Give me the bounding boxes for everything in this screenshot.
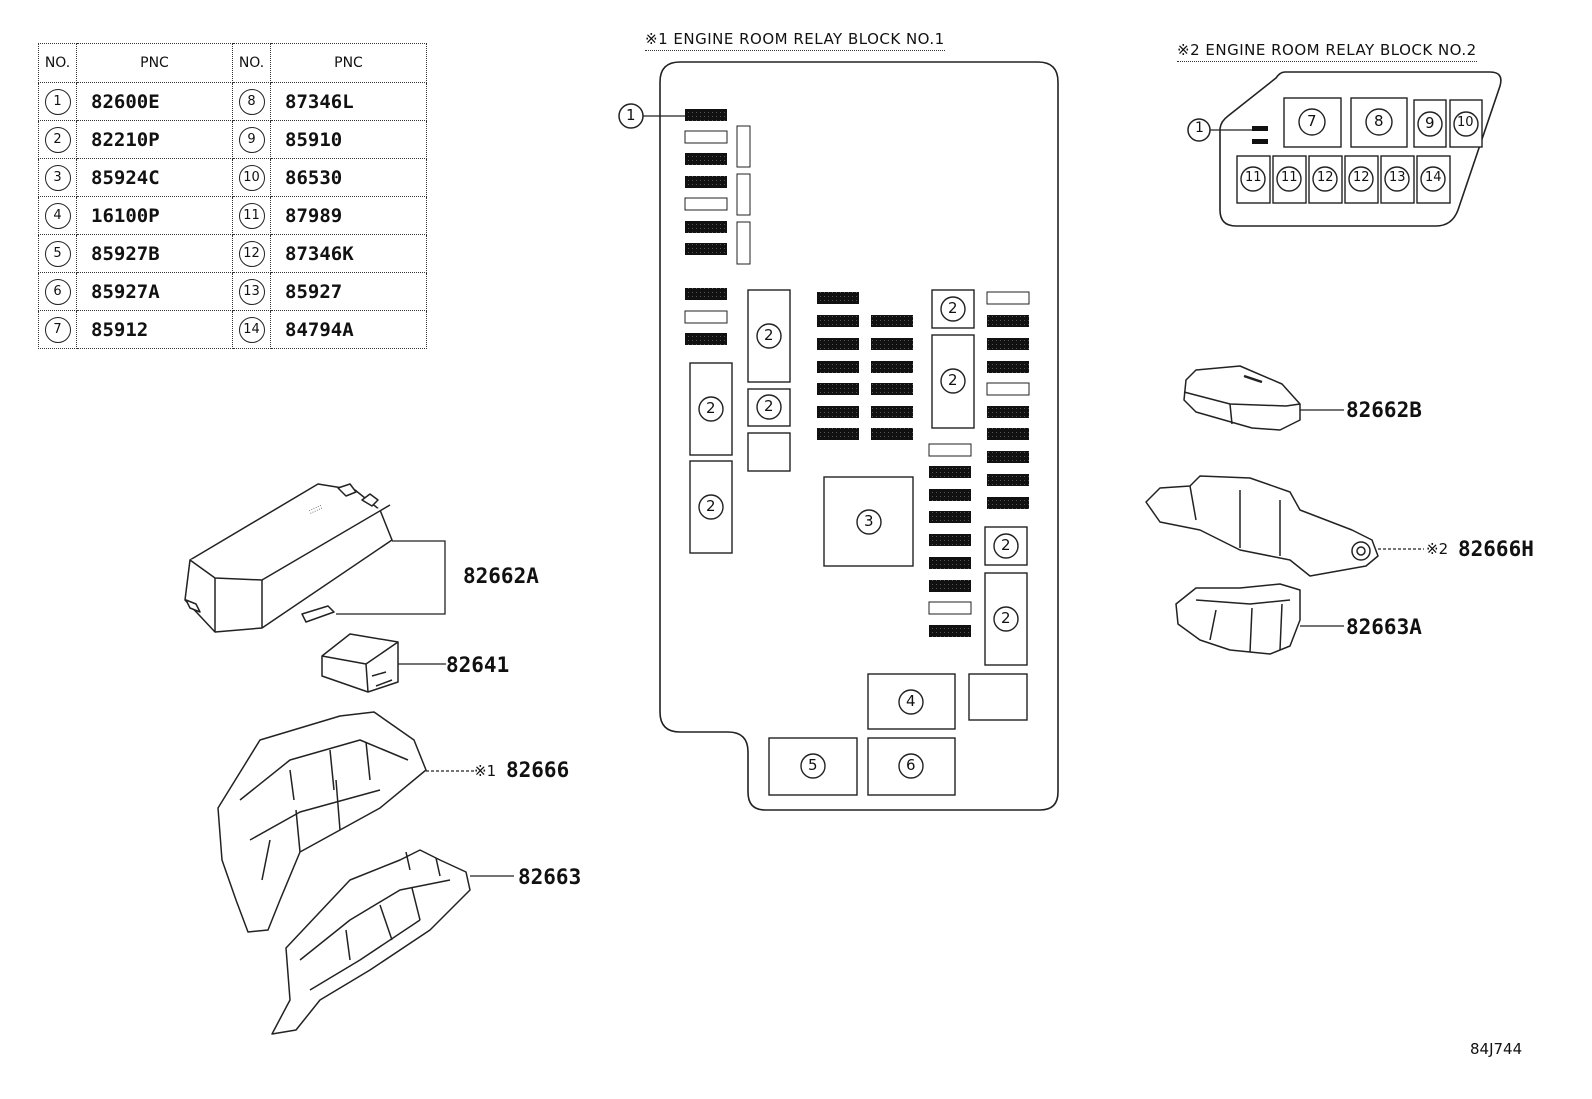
block1-label-4: 4 bbox=[906, 692, 916, 710]
part-82666: 82666 bbox=[506, 758, 570, 782]
item-number: 5 bbox=[44, 240, 71, 267]
block1-title: ※1 ENGINE ROOM RELAY BLOCK NO.1 bbox=[645, 30, 945, 51]
item-number: 10 bbox=[238, 164, 265, 191]
relay-block-2-outline bbox=[1219, 71, 1502, 227]
pnc-cell: 82210P bbox=[76, 120, 233, 159]
relays-right bbox=[931, 289, 1028, 721]
block1-label-2: 2 bbox=[1001, 536, 1011, 554]
part-82663: 82663 bbox=[518, 865, 582, 889]
pnc-cell: 85910 bbox=[270, 120, 427, 159]
part-82662A: 82662A bbox=[463, 564, 539, 588]
item-number: 1 bbox=[44, 88, 71, 115]
item-number: 9 bbox=[238, 126, 265, 153]
housing-82666 bbox=[217, 711, 427, 933]
part-82641: 82641 bbox=[446, 653, 510, 677]
block1-label-3: 3 bbox=[864, 512, 874, 530]
block1-label-5: 5 bbox=[808, 756, 818, 774]
item-number: 3 bbox=[44, 164, 71, 191]
fuse-column-left bbox=[684, 109, 751, 345]
pnc-cell: 87346L bbox=[270, 82, 427, 121]
item-number: 14 bbox=[238, 316, 265, 343]
pnc-cell: 87346K bbox=[270, 234, 427, 273]
item-number: 2 bbox=[44, 126, 71, 153]
block2-label-9: 9 bbox=[1425, 114, 1435, 132]
header-no: NO. bbox=[38, 43, 77, 83]
pnc-cell: 84794A bbox=[270, 310, 427, 349]
item-number: 13 bbox=[238, 278, 265, 305]
item-number: 7 bbox=[44, 316, 71, 343]
part-82666H: 82666H bbox=[1458, 537, 1534, 561]
callout-block2-1 bbox=[1187, 118, 1268, 144]
block1-label-2: 2 bbox=[764, 397, 774, 415]
table-row: 2 82210P 9 85910 bbox=[38, 120, 427, 159]
block2-label-13: 13 bbox=[1389, 170, 1406, 185]
header-pnc: PNC bbox=[76, 43, 233, 83]
lower-case-82663 bbox=[271, 849, 471, 1035]
table-row: 5 85927B 12 87346K bbox=[38, 234, 427, 273]
table-row: 1 82600E 8 87346L bbox=[38, 82, 427, 121]
pnc-cell: 87989 bbox=[270, 196, 427, 235]
item-number: 12 bbox=[238, 240, 265, 267]
callout-block1-1 bbox=[618, 103, 686, 129]
item-number: 8 bbox=[238, 88, 265, 115]
pnc-cell: 16100P bbox=[76, 196, 233, 235]
block2-label-8: 8 bbox=[1374, 112, 1384, 130]
block2-label-1: 1 bbox=[1195, 120, 1204, 136]
block1-label-2: 2 bbox=[706, 399, 716, 417]
pnc-cell: 85927B bbox=[76, 234, 233, 273]
part-82663A: 82663A bbox=[1346, 615, 1422, 639]
cover-82662A: :::::: bbox=[184, 483, 393, 633]
relay-block-1-outline bbox=[659, 61, 1059, 811]
table-row: 7 85912 14 84794A bbox=[38, 310, 427, 349]
block2-title: ※2 ENGINE ROOM RELAY BLOCK NO.2 bbox=[1177, 41, 1477, 62]
relay-82641 bbox=[321, 633, 399, 693]
block1-label-2: 2 bbox=[706, 497, 716, 515]
housing-82666H bbox=[1145, 475, 1379, 577]
block1-label-2: 2 bbox=[1001, 609, 1011, 627]
block1-label-2: 2 bbox=[948, 371, 958, 389]
table-row: 6 85927A 13 85927 bbox=[38, 272, 427, 311]
block2-label-10: 10 bbox=[1457, 115, 1474, 130]
relays-bottom bbox=[768, 673, 956, 796]
table-row: 4 16100P 11 87989 bbox=[38, 196, 427, 235]
block2-label-7: 7 bbox=[1307, 112, 1317, 130]
block2-label-circles bbox=[1240, 108, 1479, 192]
block2-label-11: 11 bbox=[1281, 170, 1298, 185]
pnc-table: NO. PNC NO. PNC 1 82600E 8 87346L 2 8221… bbox=[38, 43, 427, 349]
fuse-column-right-a bbox=[928, 443, 972, 637]
table-row: 3 85924C 10 86530 bbox=[38, 158, 427, 197]
part-82666-mark: ※1 bbox=[474, 762, 497, 780]
block2-label-12: 12 bbox=[1317, 170, 1334, 185]
diagram-reference-code: 84J744 bbox=[1470, 1040, 1523, 1058]
block1-label-6: 6 bbox=[906, 756, 916, 774]
pnc-cell: 85912 bbox=[76, 310, 233, 349]
item-number: 11 bbox=[238, 202, 265, 229]
block2-label-12: 12 bbox=[1353, 170, 1370, 185]
cover-82662B bbox=[1183, 365, 1301, 431]
case-82663A bbox=[1175, 583, 1301, 655]
item-number: 6 bbox=[44, 278, 71, 305]
block1-label-1: 1 bbox=[626, 106, 636, 124]
block2-label-14: 14 bbox=[1425, 170, 1442, 185]
fuse-column-right-b bbox=[986, 291, 1030, 509]
header-pnc-2: PNC bbox=[270, 43, 427, 83]
pnc-cell: 85927A bbox=[76, 272, 233, 311]
item-number: 4 bbox=[44, 202, 71, 229]
block1-label-circles bbox=[698, 296, 1019, 779]
block1-label-2: 2 bbox=[764, 326, 774, 344]
fuse-column-middle bbox=[817, 292, 913, 440]
pnc-cell: 85924C bbox=[76, 158, 233, 197]
part-82662B: 82662B bbox=[1346, 398, 1422, 422]
part-82666H-mark: ※2 bbox=[1426, 540, 1449, 558]
block1-label-2: 2 bbox=[948, 299, 958, 317]
block2-label-11: 11 bbox=[1245, 170, 1262, 185]
